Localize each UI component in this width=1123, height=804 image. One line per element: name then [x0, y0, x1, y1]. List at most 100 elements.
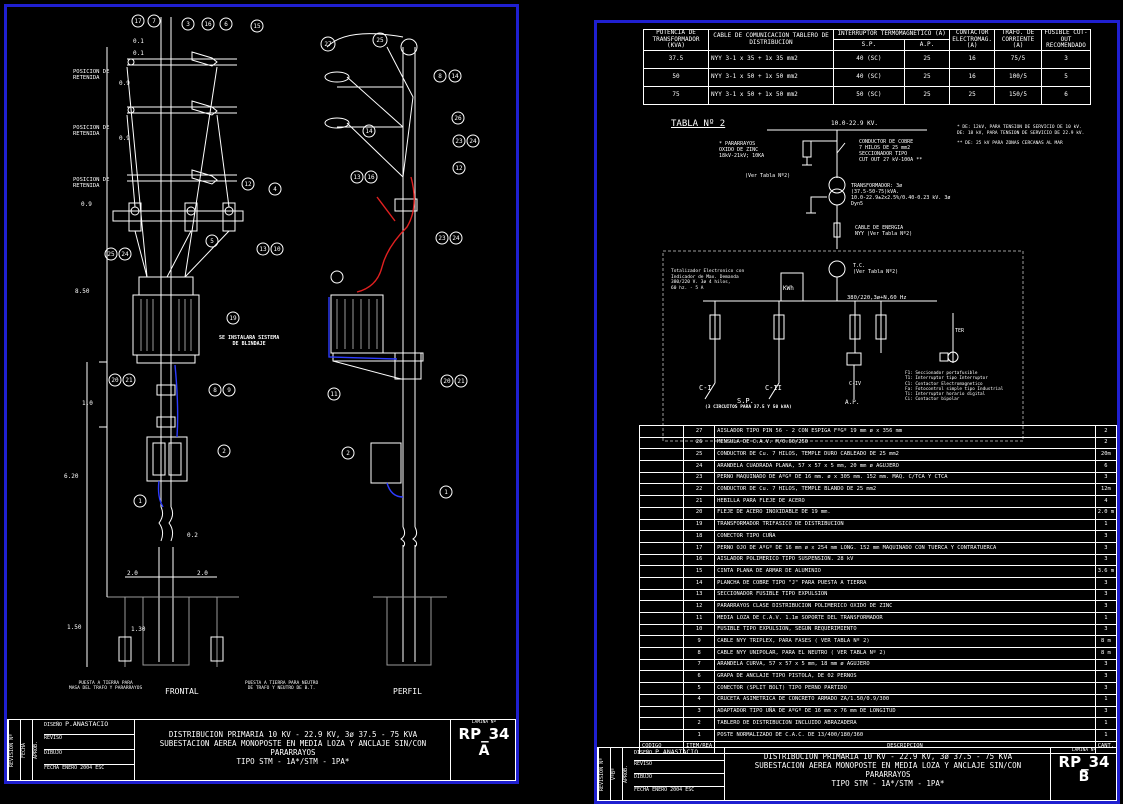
notes: * DE: 12kV, PARA TENSION DE SERVICIO DE …	[957, 125, 1085, 146]
circuit-c1: C-I	[699, 384, 712, 392]
svg-text:24: 24	[469, 138, 477, 145]
svg-text:11: 11	[330, 391, 338, 398]
svg-text:8: 8	[213, 387, 217, 394]
ap-label: A.P.	[845, 399, 860, 406]
drawing-title-b: DISTRIBUCION PRIMARIA 10 KV - 22.9 KV, 3…	[754, 752, 1022, 788]
svg-text:20: 20	[111, 377, 119, 384]
circuit-c4: C-IV	[849, 381, 862, 387]
svg-text:23: 23	[438, 235, 446, 242]
svg-text:13: 13	[259, 246, 267, 253]
svg-text:0.1: 0.1	[133, 50, 144, 57]
svg-text:14: 14	[365, 128, 373, 135]
frontal-label: FRONTAL	[165, 687, 199, 696]
svg-text:12: 12	[244, 181, 252, 188]
title-block-b: REVISION Nº VºBº APROB. DISEÑO P.ANASTAC…	[597, 747, 1117, 801]
svg-text:25: 25	[107, 251, 115, 258]
svg-text:25: 25	[376, 37, 384, 44]
svg-text:0.1: 0.1	[133, 38, 144, 45]
svg-text:15: 15	[253, 23, 261, 30]
svg-text:1.50: 1.50	[67, 624, 82, 631]
svg-text:1.0: 1.0	[82, 400, 93, 407]
svg-text:24: 24	[121, 251, 129, 258]
svg-text:1.30: 1.30	[131, 626, 146, 633]
svg-text:24: 24	[452, 235, 460, 242]
signature-box-b: DISEÑO P.ANASTACIO REVISO DIBUJO FECHA E…	[634, 748, 725, 800]
svg-text:9: 9	[227, 387, 231, 394]
perfil-pole	[324, 33, 447, 666]
svg-text:21: 21	[125, 377, 133, 384]
svg-text:6.20: 6.20	[64, 473, 79, 480]
transformer-label: TRANSFORMADOR: 3ø(37.5-50-75)kVA.10.0-22…	[851, 183, 951, 207]
svg-text:21: 21	[457, 378, 465, 385]
svg-text:26: 26	[454, 115, 462, 122]
svg-text:16: 16	[204, 21, 212, 28]
ver-tabla-1: (Ver Tabla Nº2)	[745, 173, 791, 179]
svg-text:5: 5	[210, 238, 214, 245]
svg-text:20: 20	[443, 378, 451, 385]
svg-text:13: 13	[353, 174, 361, 181]
svg-text:1: 1	[444, 489, 448, 496]
svg-text:2: 2	[346, 450, 350, 457]
svg-text:7: 7	[152, 18, 156, 25]
sheet-b-frame: POTENCIA DE TRANSFORMADOR (KVA) CABLE DE…	[594, 20, 1120, 804]
drawing-title-a: DISTRIBUCION PRIMARIA 10 KV - 22.9 KV, 3…	[159, 730, 427, 766]
svg-text:0.9: 0.9	[119, 135, 130, 142]
svg-text:17: 17	[134, 18, 142, 25]
svg-text:0.9: 0.9	[119, 80, 130, 87]
kwh-label: KWh	[783, 285, 794, 292]
th-fusible: FUSIBLE CUT-OUT RECOMENDADO	[1041, 29, 1091, 51]
ter-label: TER	[955, 328, 965, 334]
sp-label: S.P.	[737, 397, 754, 405]
sheet-number-b: LAMINA Nº RP_34 B	[1050, 748, 1117, 800]
svg-text:12: 12	[455, 165, 463, 172]
frontal-pole	[86, 17, 244, 667]
title-block-a: REVISION Nº FECHA APROB. DISEÑO P.ANASTA…	[7, 719, 516, 781]
kv-label: 10.0-22.9 KV.	[831, 120, 878, 127]
single-line-diagram	[662, 129, 1024, 442]
svg-text:14: 14	[451, 73, 459, 80]
th-ap: A.P.	[903, 39, 951, 51]
svg-text:2.0: 2.0	[127, 570, 138, 577]
svg-text:4: 4	[273, 186, 277, 193]
svg-text:23: 23	[455, 138, 463, 145]
bus-label: 380/220,3ø+N,60 Hz	[847, 295, 907, 301]
svg-text:8: 8	[438, 73, 442, 80]
svg-text:16: 16	[367, 174, 375, 181]
perfil-label: PERFIL	[393, 687, 422, 696]
svg-text:6: 6	[224, 21, 228, 28]
